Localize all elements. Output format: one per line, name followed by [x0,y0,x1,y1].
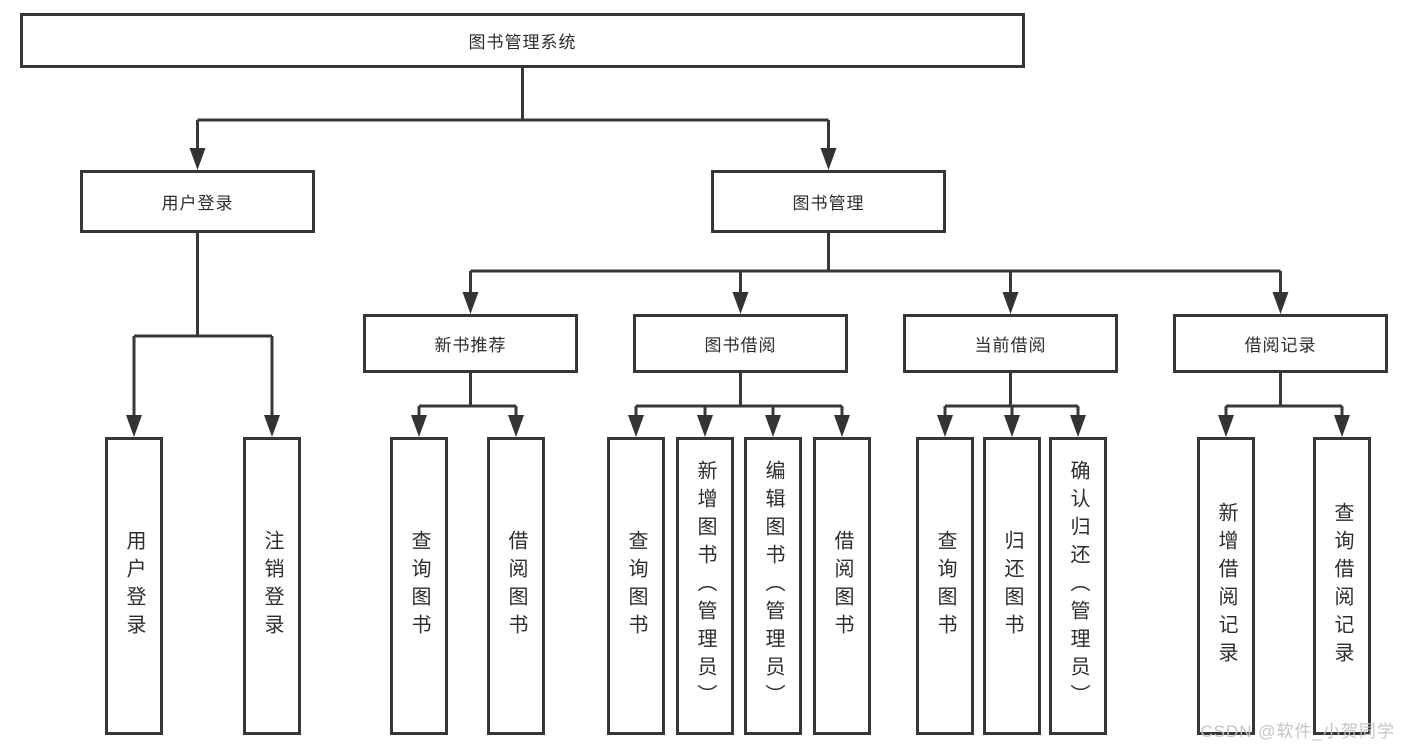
leaf-user-login: 用户登录 [105,437,163,735]
node-current-borrow: 当前借阅 [903,314,1118,373]
leaf-edit-books-admin: 编辑图书（管理员） [744,437,802,735]
node-borrow-records: 借阅记录 [1173,314,1388,373]
leaf-borrow-books-recommend: 借阅图书 [487,437,545,735]
leaf-confirm-return-admin: 确认归还（管理员） [1049,437,1107,735]
leaf-add-borrow-record: 新增借阅记录 [1197,437,1255,735]
leaf-return-books: 归还图书 [983,437,1041,735]
node-new-book-recommend: 新书推荐 [363,314,578,373]
csdn-watermark: CSDN @软件_小贺同学 [1200,722,1395,741]
leaf-add-books-admin: 新增图书（管理员） [676,437,734,735]
node-user-login: 用户登录 [80,170,315,233]
node-book-management: 图书管理 [711,170,946,233]
leaf-borrow-books: 借阅图书 [813,437,871,735]
leaf-logout: 注销登录 [243,437,301,735]
leaf-query-books-current: 查询图书 [916,437,974,735]
node-root-system: 图书管理系统 [20,13,1025,68]
leaf-query-books-borrow: 查询图书 [607,437,665,735]
leaf-query-borrow-record: 查询借阅记录 [1313,437,1371,735]
node-book-borrow: 图书借阅 [633,314,848,373]
leaf-query-books-recommend: 查询图书 [390,437,448,735]
